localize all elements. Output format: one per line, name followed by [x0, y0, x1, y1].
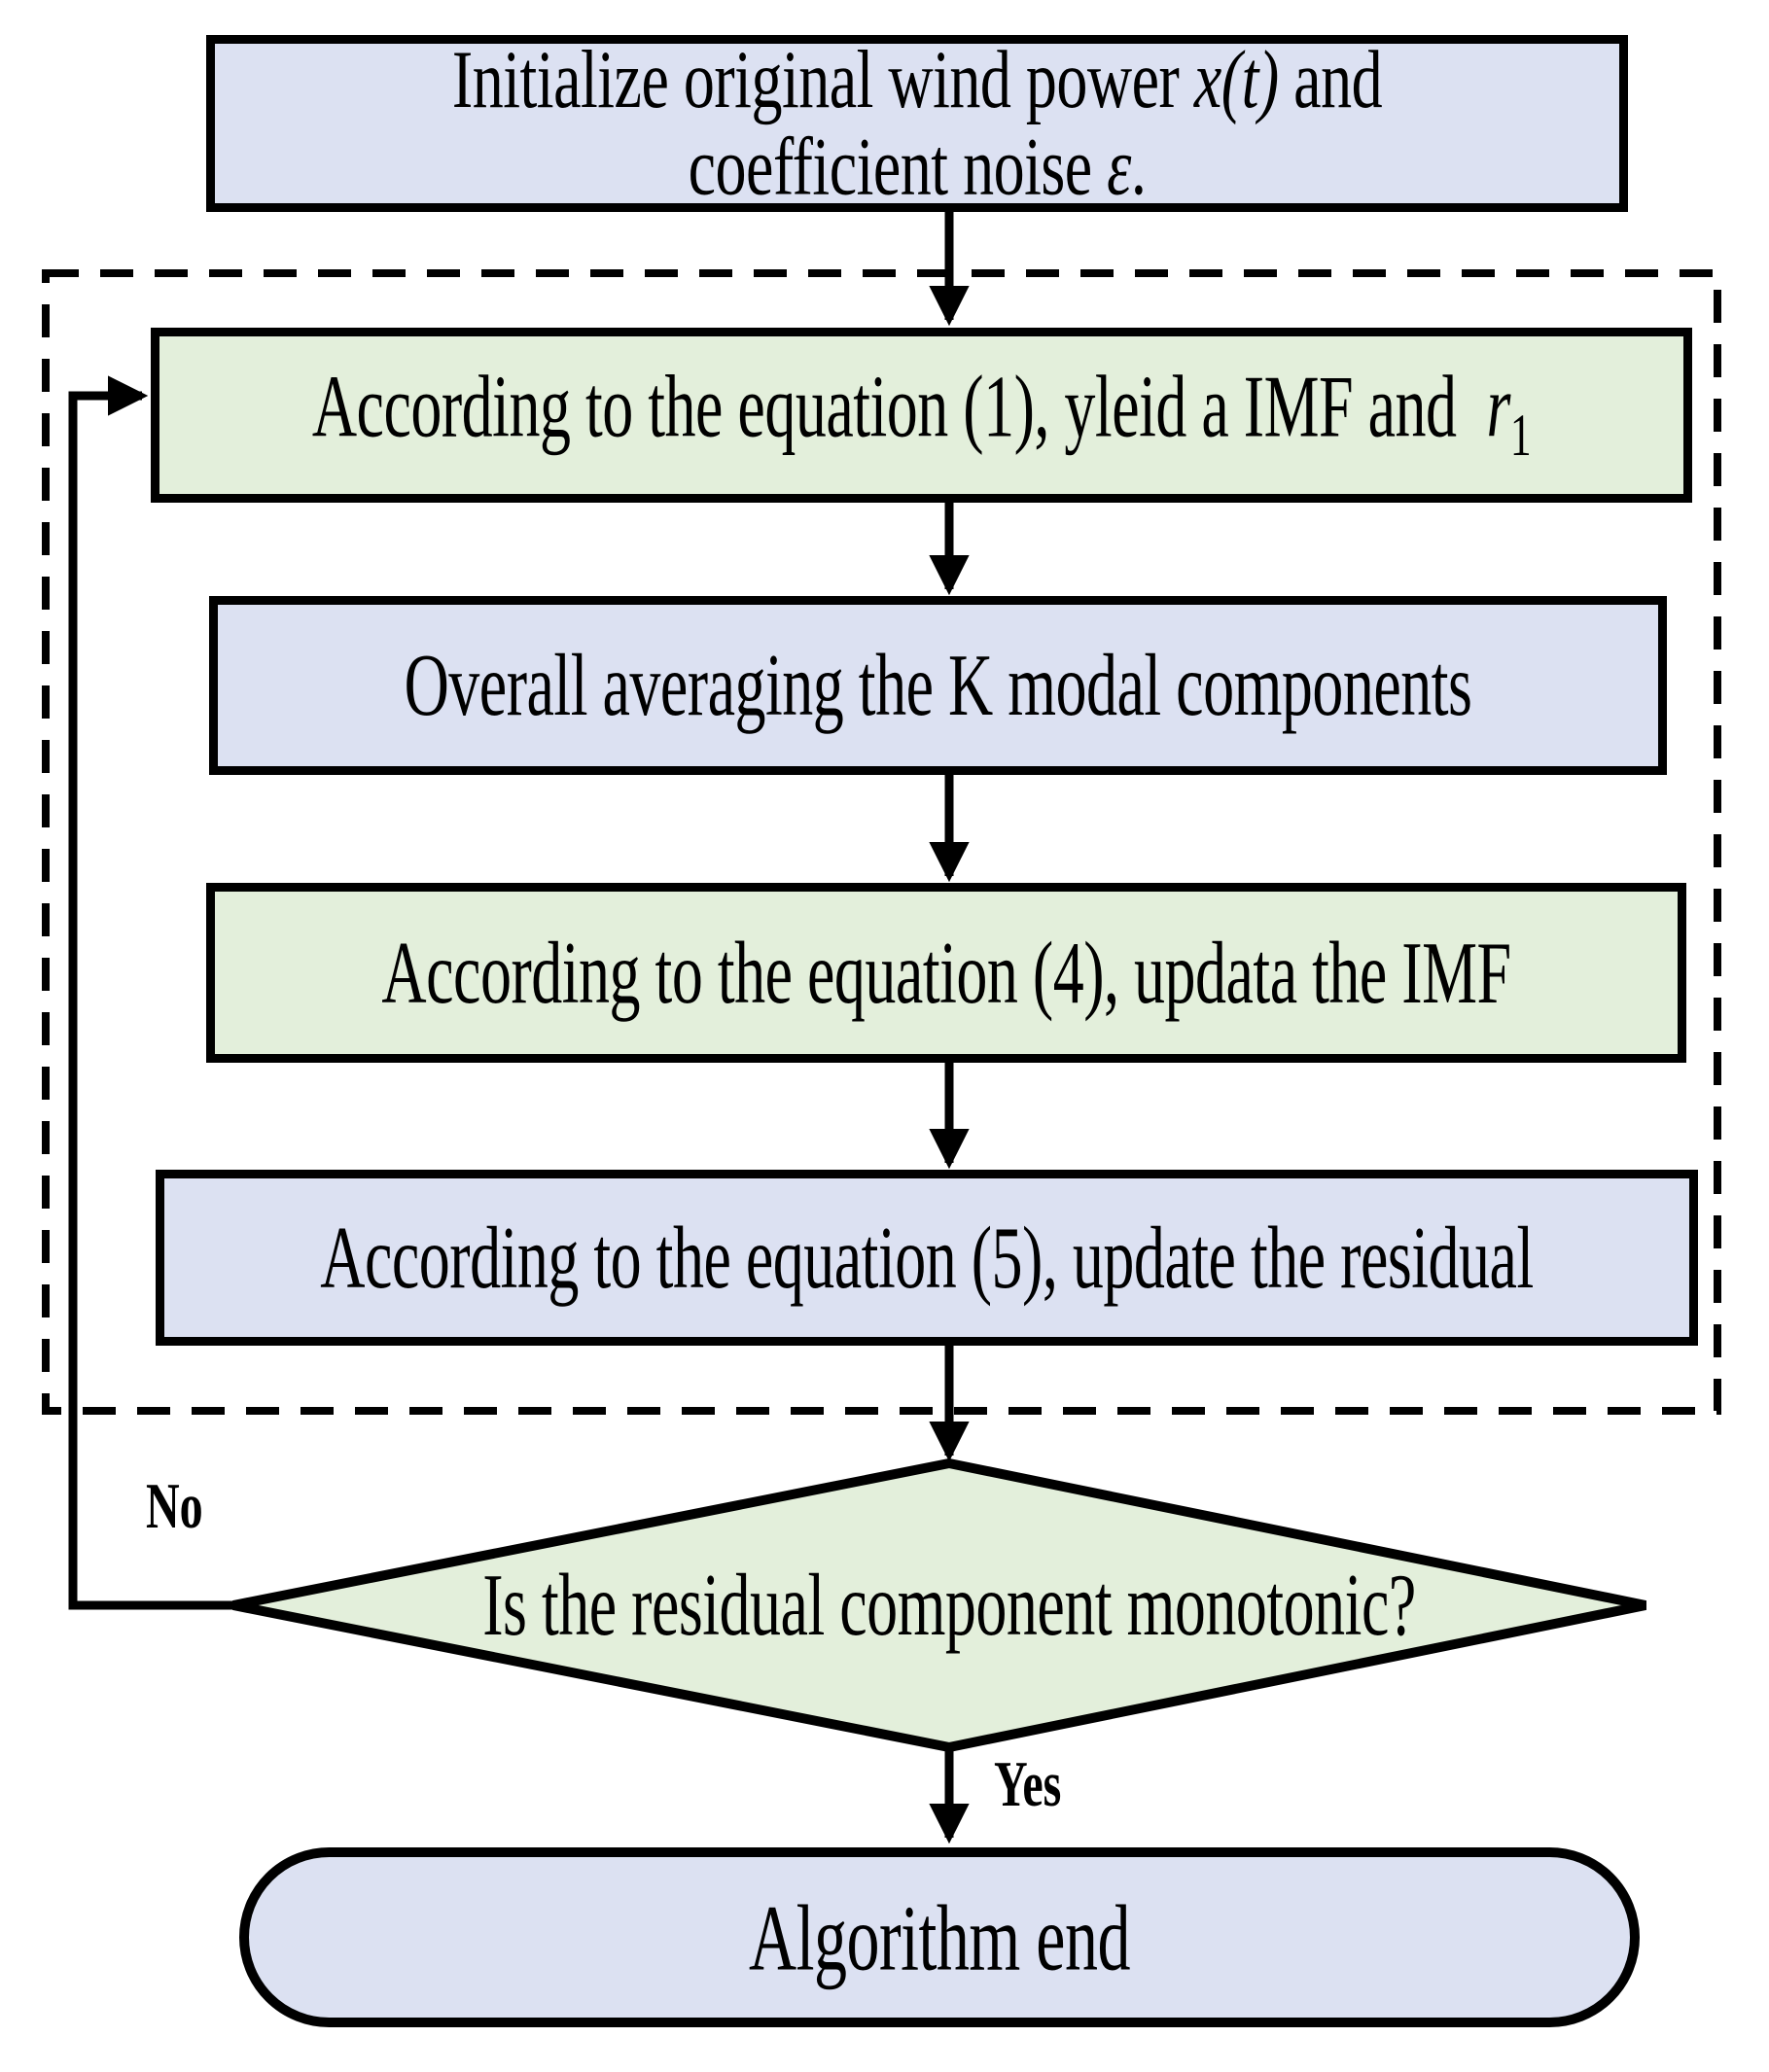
node-equation1-imf: According to the equation (1), yleid a I… — [151, 328, 1692, 503]
node-equation1-imf-text: According to the equation (1), yleid a I… — [311, 357, 1532, 470]
node-algorithm-end-text: Algorithm end — [748, 1884, 1131, 1990]
node-equation4-update-imf-text: According to the equation (4), updata th… — [381, 923, 1511, 1022]
edge-label-yes: Yes — [994, 1748, 1062, 1821]
loop-dashed-container — [42, 269, 1721, 1415]
math-r: r — [1486, 357, 1511, 456]
initialize-line1: Initialize original wind power x(t) and — [451, 33, 1383, 125]
initialize-line2: coefficient noise ε. — [688, 121, 1147, 213]
math-epsilon: ε — [1107, 121, 1131, 213]
math-r-subscript: 1 — [1509, 403, 1532, 470]
node-initialize-text: Initialize original wind power x(t) and … — [451, 33, 1383, 213]
decision-diamond — [232, 1457, 1646, 1753]
node-equation4-update-imf: According to the equation (4), updata th… — [206, 883, 1686, 1063]
edge-label-no: No — [146, 1470, 203, 1543]
decision-question-text: Is the residual component monotonic? — [482, 1555, 1416, 1654]
arrow-no-loopback — [68, 375, 233, 1610]
node-equation5-update-residual: According to the equation (5), update th… — [156, 1170, 1698, 1346]
node-algorithm-end: Algorithm end — [239, 1847, 1640, 2027]
node-initialize: Initialize original wind power x(t) and … — [206, 35, 1628, 212]
node-overall-averaging: Overall averaging the K modal components — [209, 596, 1667, 775]
decision-question: Is the residual component monotonic? — [366, 1552, 1533, 1659]
node-equation5-update-residual-text: According to the equation (5), update th… — [320, 1208, 1534, 1307]
node-overall-averaging-text: Overall averaging the K modal components — [404, 635, 1472, 734]
math-x-of-t: x(t) — [1193, 33, 1279, 125]
